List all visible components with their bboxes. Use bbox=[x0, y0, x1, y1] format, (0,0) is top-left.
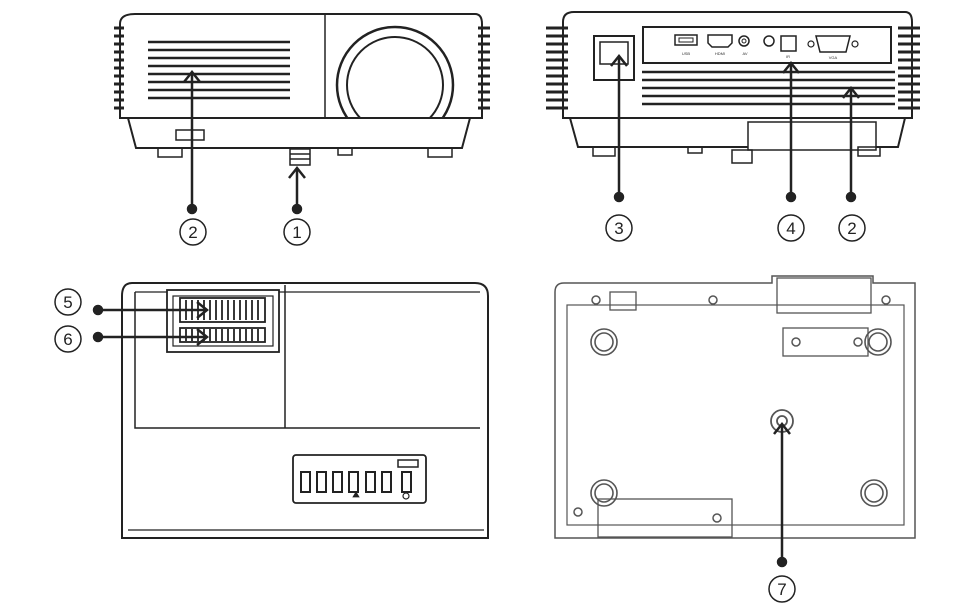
svg-text:4: 4 bbox=[786, 219, 795, 238]
svg-text:IR: IR bbox=[786, 54, 790, 59]
svg-text:AV: AV bbox=[742, 51, 747, 56]
bottom-view bbox=[554, 275, 916, 539]
rear-side-vent-right bbox=[898, 26, 920, 110]
callout-5 bbox=[92, 301, 210, 319]
svg-text:2: 2 bbox=[847, 219, 856, 238]
svg-text:USB: USB bbox=[682, 51, 691, 56]
callout-1-label: 1 bbox=[283, 218, 311, 246]
callout-7 bbox=[773, 421, 791, 568]
callout-7-label: 7 bbox=[768, 575, 796, 603]
callout-2-rear bbox=[842, 85, 860, 203]
callout-5-label: 5 bbox=[54, 288, 82, 316]
front-view bbox=[114, 13, 490, 166]
svg-text:7: 7 bbox=[777, 580, 786, 599]
rear-view bbox=[546, 11, 920, 164]
callout-2-front bbox=[183, 69, 201, 215]
callout-6-label: 6 bbox=[54, 325, 82, 353]
callout-3-label: 3 bbox=[605, 214, 633, 242]
callout-2-rear-label: 2 bbox=[838, 214, 866, 242]
callout-3 bbox=[610, 53, 628, 203]
front-grille bbox=[148, 40, 290, 100]
port-labels: USB HDMI AV IR VGA bbox=[682, 51, 838, 60]
svg-text:1: 1 bbox=[292, 223, 301, 242]
callout-2-front-label: 2 bbox=[179, 218, 207, 246]
front-side-vent-left bbox=[114, 26, 124, 110]
callout-4 bbox=[782, 60, 800, 203]
callout-1 bbox=[288, 165, 306, 215]
control-panel bbox=[292, 454, 427, 504]
svg-text:HDMI: HDMI bbox=[715, 51, 725, 56]
callout-6 bbox=[92, 328, 210, 346]
usb-port bbox=[674, 34, 698, 46]
rear-grille bbox=[642, 70, 895, 106]
top-view bbox=[121, 282, 489, 539]
callout-4-label: 4 bbox=[777, 214, 805, 242]
svg-text:5: 5 bbox=[63, 293, 72, 312]
hdmi-port bbox=[707, 34, 733, 48]
adjustable-foot bbox=[289, 148, 311, 166]
audio-port bbox=[763, 35, 775, 47]
rear-side-vent-left bbox=[546, 26, 568, 110]
svg-text:2: 2 bbox=[188, 223, 197, 242]
bottom-feet bbox=[590, 328, 892, 507]
svg-text:3: 3 bbox=[614, 219, 623, 238]
front-side-vent-right bbox=[478, 26, 490, 110]
ir-receiver bbox=[780, 35, 797, 52]
power-socket bbox=[593, 35, 635, 81]
keystone-wheel bbox=[179, 327, 266, 343]
av-port bbox=[738, 35, 750, 47]
svg-text:VGA: VGA bbox=[829, 55, 838, 60]
vga-port bbox=[815, 35, 851, 53]
svg-text:6: 6 bbox=[63, 330, 72, 349]
